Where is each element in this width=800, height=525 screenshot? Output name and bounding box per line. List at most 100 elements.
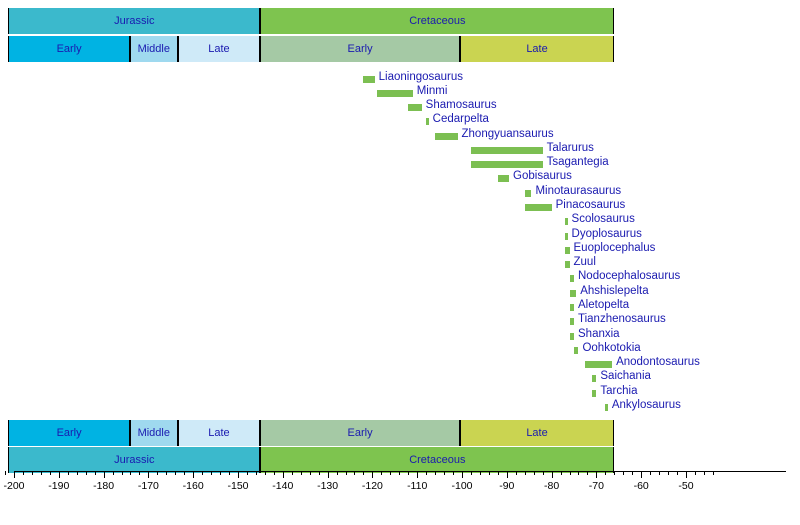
taxon-bar <box>565 218 568 226</box>
period-label: Cretaceous <box>409 14 466 27</box>
taxon-bar <box>524 189 532 197</box>
axis-tick-minor <box>67 471 69 475</box>
taxon-bar <box>569 275 574 283</box>
taxon-label: Liaoningosaurus <box>378 70 464 83</box>
epoch-label: Early <box>56 42 82 55</box>
axis-tick-label: -150 <box>227 480 249 492</box>
epoch-label: Middle <box>137 426 170 439</box>
axis-tick-minor <box>542 471 544 475</box>
axis-tick-minor <box>255 471 257 475</box>
axis-tick-minor <box>659 471 661 475</box>
period-label: Jurassic <box>114 14 155 27</box>
taxon-label: Cedarpelta <box>432 113 489 126</box>
axis-tick-minor <box>40 471 42 475</box>
axis-tick-minor <box>497 471 499 475</box>
taxon-bar <box>363 75 375 83</box>
axis-tick-minor <box>694 471 696 475</box>
axis-tick-major <box>327 471 329 478</box>
axis-tick-minor <box>677 471 679 475</box>
epoch-band-cretaceous-early-top: Early <box>260 36 460 62</box>
axis-tick-minor <box>614 471 616 475</box>
axis-tick-minor <box>291 471 293 475</box>
axis-tick-minor <box>85 471 87 475</box>
axis-tick-major <box>417 471 419 478</box>
axis-tick-major <box>14 471 15 478</box>
taxon-label: Zuul <box>573 256 596 269</box>
axis-tick-minor <box>623 471 625 475</box>
axis-tick-minor <box>632 471 634 475</box>
taxon-label: Oohkotokia <box>582 341 641 354</box>
taxon-bar <box>565 232 568 240</box>
axis-tick-minor <box>229 471 231 475</box>
axis-tick-major <box>148 471 150 478</box>
axis-tick-minor <box>202 471 204 475</box>
taxon-label: Tsagantegia <box>546 156 609 169</box>
axis-tick-minor <box>31 471 33 475</box>
taxon-label: Talarurus <box>546 141 594 154</box>
axis-tick-minor <box>650 471 652 475</box>
axis-tick-minor <box>363 471 365 475</box>
period-label: Cretaceous <box>409 453 466 466</box>
period-band-jurassic-top: Jurassic <box>8 8 261 34</box>
taxon-bar <box>605 403 608 411</box>
period-band-cretaceous-top: Cretaceous <box>260 8 615 34</box>
taxon-label: Shanxia <box>578 327 620 340</box>
axis-tick-minor <box>668 471 670 475</box>
axis-tick-major <box>506 471 508 478</box>
axis-tick-minor <box>22 471 24 475</box>
taxon-label: Scolosaurus <box>571 213 635 226</box>
taxon-label: Gobisaurus <box>513 170 572 183</box>
epoch-band-jurassic-middle-bottom: Middle <box>130 420 178 446</box>
axis-tick-minor <box>175 471 177 475</box>
taxon-bar <box>376 89 413 97</box>
axis-tick-major <box>282 471 284 478</box>
taxon-bar <box>569 289 577 297</box>
axis-tick-label: -100 <box>451 480 473 492</box>
axis-tick-major <box>372 471 374 478</box>
axis-tick-minor <box>184 471 186 475</box>
axis-tick-label: -180 <box>93 480 115 492</box>
epoch-band-cretaceous-early-bottom: Early <box>260 420 460 446</box>
axis-tick-minor <box>569 471 571 475</box>
axis-tick-minor <box>354 471 356 475</box>
period-band-cretaceous-bottom: Cretaceous <box>260 447 615 473</box>
axis-tick-major <box>641 471 643 478</box>
taxon-bar <box>497 175 510 183</box>
axis-tick-minor <box>533 471 535 475</box>
axis-tick-minor <box>49 471 51 475</box>
taxon-bar <box>569 318 574 326</box>
axis-tick-label: -60 <box>633 480 649 492</box>
axis-tick-minor <box>220 471 222 475</box>
axis-tick-minor <box>515 471 517 475</box>
taxon-bar <box>435 132 458 140</box>
taxon-label: Pinacosaurus <box>555 199 626 212</box>
axis-tick-label: -120 <box>361 480 383 492</box>
axis-tick-minor <box>435 471 437 475</box>
axis-tick-minor <box>479 471 481 475</box>
axis-tick-minor <box>112 471 114 475</box>
epoch-label: Late <box>526 42 548 55</box>
taxon-label: Anodontosaurus <box>616 356 700 369</box>
taxon-label: Minmi <box>416 84 448 97</box>
axis-tick-minor <box>703 471 705 475</box>
taxon-bar <box>565 246 570 254</box>
axis-tick-label: -70 <box>588 480 604 492</box>
axis-tick-minor <box>300 471 302 475</box>
axis-tick-minor <box>157 471 159 475</box>
axis-tick-label: -140 <box>272 480 294 492</box>
taxon-bar <box>591 389 597 397</box>
axis-tick-minor <box>336 471 338 475</box>
axis-tick-major <box>103 471 105 478</box>
period-label: Jurassic <box>114 453 155 466</box>
axis-tick-label: -80 <box>544 480 560 492</box>
epoch-band-jurassic-early-top: Early <box>8 36 131 62</box>
axis-tick-major <box>462 471 463 478</box>
axis-tick-minor <box>5 471 7 475</box>
epoch-band-jurassic-middle-top: Middle <box>130 36 178 62</box>
taxon-bar <box>565 261 570 269</box>
axis-tick-minor <box>470 471 472 475</box>
taxon-bar <box>470 146 543 154</box>
axis-tick-minor <box>712 471 714 475</box>
axis-tick-major <box>238 471 239 478</box>
